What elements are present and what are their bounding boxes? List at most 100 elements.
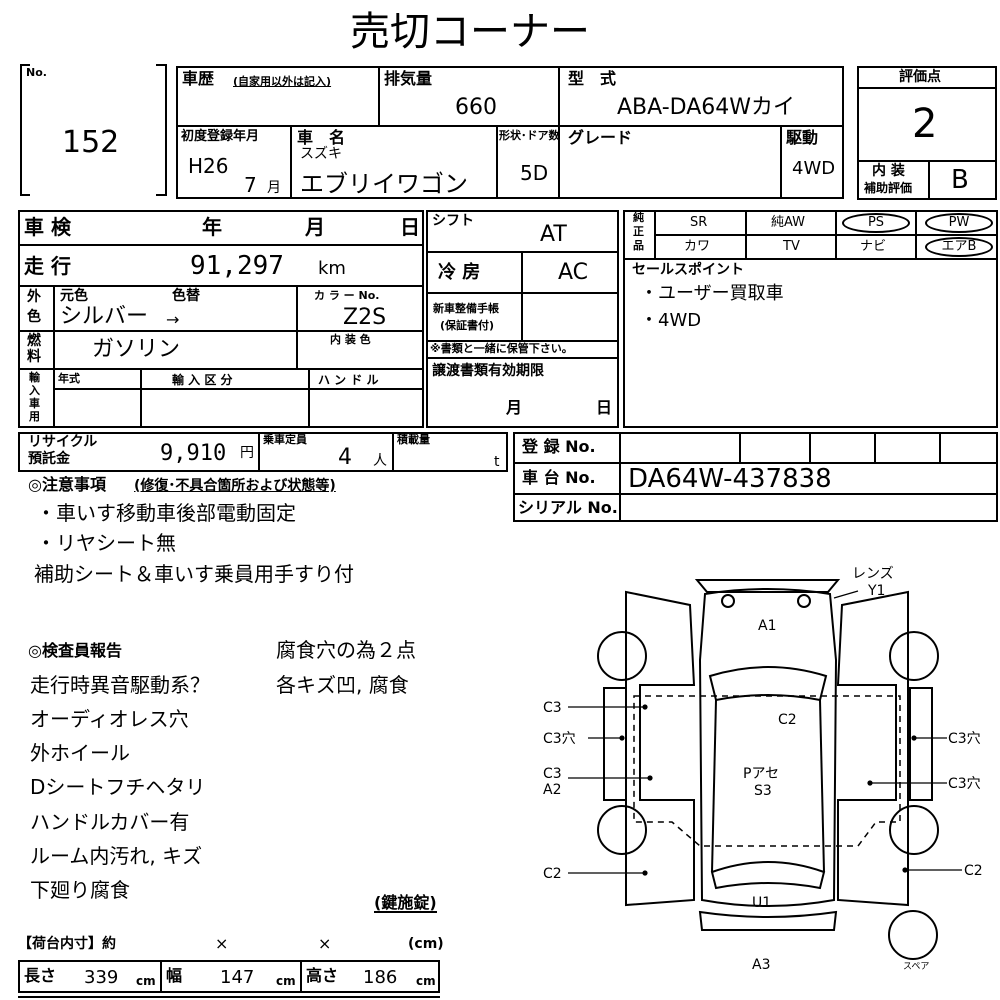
car-maker: スズキ	[300, 146, 342, 162]
lot-number: 152	[62, 125, 120, 160]
notes-header: ◎注意事項	[28, 475, 106, 494]
recycle-row	[18, 432, 508, 472]
import-handle-label: ハ ン ド ル	[318, 373, 379, 387]
cargo-height-label: 高さ	[306, 966, 339, 985]
import-side-1: 輸	[29, 371, 40, 384]
rating-label: 評価点	[899, 69, 941, 85]
genuine-leather: カワ	[684, 239, 711, 254]
left-side-panel	[625, 590, 696, 907]
car-name-label: 車 名	[297, 128, 346, 147]
cargo-dimension-row	[18, 960, 440, 993]
inspector-line: 走行時異音駆動系？	[30, 673, 210, 697]
color-code-label: カ ラ ー No.	[314, 289, 380, 302]
drive-label: 駆動	[786, 128, 819, 147]
genuine-side-2: 正	[633, 225, 644, 238]
inspector-right-line: 各キズ凹, 腐食	[276, 673, 409, 697]
notes-header-sub: (修復･不具合箇所および状態等)	[134, 478, 336, 494]
note-line: ・車いす移動車後部電動固定	[36, 501, 296, 525]
transfer-label: 譲渡書類有効期限	[432, 363, 544, 379]
inspector-line: オーディオレス穴	[30, 707, 189, 731]
chassis-number: DA64W-437838	[628, 464, 832, 494]
label-c3-hole-right-1: C3穴	[948, 731, 981, 747]
import-side-4: 用	[29, 410, 40, 423]
interior-area-outline	[633, 695, 901, 847]
right-door-strip	[909, 687, 933, 801]
displacement-value: 660	[455, 95, 497, 120]
label-c3-left-1: C3	[543, 700, 562, 716]
interior-sub-label: 補助評価	[864, 181, 913, 195]
lot-label: No.	[26, 66, 47, 79]
import-side-2: 入	[29, 384, 40, 397]
genuine-navi: ナビ	[860, 239, 887, 254]
mileage-label: 走 行	[24, 254, 71, 278]
note-line: ・リヤシート無	[36, 531, 176, 555]
doors-value: 5D	[520, 161, 549, 185]
label-c3-left-2: C3	[543, 766, 562, 782]
fuel-side-2: 料	[27, 349, 41, 365]
history-note: (自家用以外は記入)	[233, 75, 332, 88]
history-label: 車歴	[182, 69, 215, 88]
label-u1: U1	[752, 895, 771, 911]
orig-color-label: 元色	[60, 288, 88, 304]
cargo-times-2: ×	[318, 934, 332, 953]
label-c2-right: C2	[964, 863, 983, 879]
doors-label: 形状･ドア数	[499, 129, 560, 142]
capacity-label: 乗車定員	[263, 433, 307, 446]
color-code-value: Z2S	[343, 305, 387, 330]
genuine-airbag: エアB	[925, 237, 993, 257]
genuine-aw: 純AW	[771, 215, 806, 230]
cargo-length-label: 長さ	[24, 966, 57, 985]
first-reg-month: 7	[244, 173, 257, 197]
model-type-label: 型 式	[568, 69, 617, 88]
genuine-pw: PW	[925, 213, 993, 233]
vehicle-header-block	[176, 66, 844, 199]
wheel-rear-right	[889, 805, 939, 855]
displacement-label: 排気量	[384, 69, 433, 88]
rating-value: 2	[912, 101, 938, 147]
orig-color-value: シルバー	[60, 304, 149, 329]
chassis-label: 車 台 No.	[522, 468, 596, 487]
recycle-value: 9,910	[160, 441, 227, 466]
color-change-arrow: →	[166, 310, 180, 329]
aircon-value: AC	[558, 260, 589, 285]
serial-label: シリアル No.	[518, 498, 618, 517]
import-side-3: 車	[29, 397, 40, 410]
spare-tire	[888, 910, 938, 960]
first-reg-year: H26	[188, 154, 229, 178]
grade-label: グレード	[568, 128, 633, 147]
label-s3: S3	[754, 783, 772, 799]
model-type-value: ABA-DA64Wカイ	[617, 95, 795, 120]
inspector-header: ◎検査員報告	[28, 641, 122, 660]
cargo-height-cm: cm	[416, 974, 436, 988]
wheel-front-left	[597, 631, 647, 681]
registration-block	[513, 432, 998, 522]
shift-label: シフト	[432, 213, 474, 229]
load-label: 積載量	[397, 433, 430, 446]
sales-point-item: ・4WD	[640, 310, 702, 331]
label-c3-hole-left: C3穴	[543, 731, 576, 747]
warranty-note: ※書類と一緒に保管下さい。	[430, 342, 573, 355]
rear-window	[710, 861, 826, 890]
inspector-line: 外ホイール	[30, 741, 130, 765]
label-lens: レンズ	[852, 566, 894, 582]
cargo-times-1: ×	[215, 934, 229, 953]
wheel-front-right	[889, 631, 939, 681]
inspection-year: 年	[202, 215, 222, 239]
page-title: 売切コーナー	[350, 9, 590, 55]
headlight-left	[721, 594, 735, 608]
transfer-month: 月	[506, 398, 523, 417]
interior-color-label: 内 装 色	[330, 333, 371, 346]
label-c3-hole-right-2: C3穴	[948, 776, 981, 792]
drive-value: 4WD	[792, 158, 836, 179]
registration-label: 登 録 No.	[522, 437, 596, 456]
import-class-label: 輸 入 区 分	[172, 373, 233, 387]
recycle-sub-label: 預託金	[28, 451, 70, 467]
car-body	[698, 588, 838, 907]
color-side-1: 外	[27, 289, 41, 305]
cargo-height: 186	[363, 967, 398, 988]
right-info-block	[623, 210, 998, 428]
left-door-strip	[603, 687, 627, 801]
front-bumper	[694, 579, 841, 593]
genuine-ps: PS	[842, 213, 910, 233]
windshield	[708, 666, 828, 702]
